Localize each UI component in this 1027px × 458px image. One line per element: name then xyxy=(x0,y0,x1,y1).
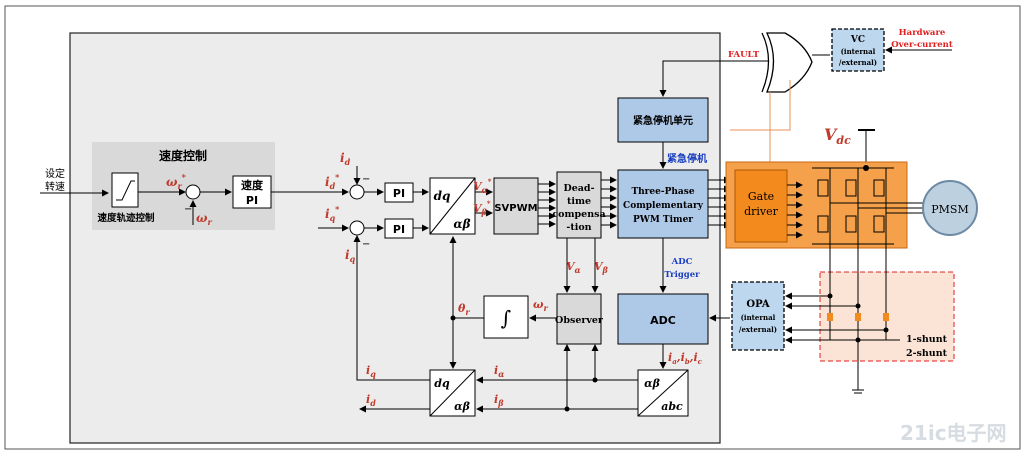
svg-text:Complementary: Complementary xyxy=(623,201,704,211)
svg-text:−: − xyxy=(184,204,192,215)
v-beta-star-label: Vβ* xyxy=(473,199,491,217)
input-label-1: 设定 xyxy=(45,167,65,180)
iq-out-label: iq xyxy=(366,364,376,379)
speed-control-title: 速度控制 xyxy=(159,148,207,163)
fault-label: FAULT xyxy=(728,50,760,60)
v-beta-label: Vβ xyxy=(594,260,609,275)
svg-text:dq: dq xyxy=(434,377,450,390)
gate-driver-block xyxy=(734,169,788,243)
emergency-unit-block xyxy=(617,97,709,143)
i-alpha-label: iα xyxy=(494,364,504,379)
svg-text:PWM Timer: PWM Timer xyxy=(633,215,693,225)
svg-text:Dead-: Dead- xyxy=(563,183,594,194)
hardware-overcurrent-label: Hardware xyxy=(899,28,946,38)
opa-block xyxy=(731,281,785,351)
integrator-block xyxy=(483,295,529,339)
trajectory-label: 速度轨迹控制 xyxy=(97,212,155,224)
svpwm-block xyxy=(493,177,539,235)
svg-text:−: − xyxy=(362,239,370,250)
svg-text:PI: PI xyxy=(246,194,258,207)
watermark-logo: 21ic电子网 xyxy=(900,421,1007,445)
theta-label: θr xyxy=(458,302,470,317)
svg-text:SVPWM: SVPWM xyxy=(494,203,537,214)
v-alpha-star-label: Vα* xyxy=(473,177,492,195)
omega-ref-label: ωr* xyxy=(166,172,187,191)
svg-text:紧急停机单元: 紧急停机单元 xyxy=(633,114,693,127)
id-ref-label: id xyxy=(340,151,351,167)
svg-text:(internal: (internal xyxy=(841,47,876,56)
pwm-timer-block xyxy=(617,169,709,239)
input-label-2: 转速 xyxy=(45,180,65,193)
svg-text:Gate: Gate xyxy=(748,190,774,203)
svg-text:VC: VC xyxy=(850,35,865,45)
iq-fb-label: iq xyxy=(345,248,356,264)
adc-block xyxy=(617,293,709,345)
or-gate xyxy=(765,32,813,93)
svg-text:PI: PI xyxy=(393,187,405,200)
svg-text:PMSM: PMSM xyxy=(931,203,968,216)
svg-text:dq: dq xyxy=(434,189,451,203)
shunt-1-label: 1-shunt xyxy=(906,334,948,345)
svg-text:-tion: -tion xyxy=(566,222,591,233)
v-alpha-label: Vα xyxy=(566,260,581,275)
iq-ref-star: iq* xyxy=(325,204,340,223)
svg-text:αβ: αβ xyxy=(453,217,470,231)
svg-text:速度: 速度 xyxy=(241,178,264,192)
svg-text:/external): /external) xyxy=(839,58,877,67)
svg-text:−: − xyxy=(362,174,370,185)
id-ref-star: id* xyxy=(325,172,340,191)
svg-text:∫: ∫ xyxy=(501,306,511,330)
speed-sum-junction xyxy=(185,184,201,200)
deadtime-block xyxy=(556,171,602,239)
svg-text:Trigger: Trigger xyxy=(664,270,700,280)
trajectory-block xyxy=(111,172,139,208)
pmsm-motor xyxy=(922,180,978,236)
svg-text:abc: abc xyxy=(661,400,683,413)
iq-sum-junction xyxy=(349,220,365,236)
svg-text:(internal: (internal xyxy=(741,313,776,322)
svg-text:PI: PI xyxy=(393,223,405,236)
svg-text:OPA: OPA xyxy=(746,299,770,310)
speed-pi-block xyxy=(232,175,272,209)
i-beta-label: iβ xyxy=(494,393,504,408)
shunt-2-label: 2-shunt xyxy=(906,348,948,359)
svg-text:αβ: αβ xyxy=(644,377,660,390)
svg-text:Over-current: Over-current xyxy=(891,40,953,50)
svg-text:Observer: Observer xyxy=(555,315,604,326)
omega-obs-label: ωr xyxy=(533,298,548,313)
svg-text:driver: driver xyxy=(744,205,779,218)
svg-text:αβ: αβ xyxy=(454,400,470,413)
inverter-node-top xyxy=(863,165,869,171)
emergency-stop-label: 紧急停机 xyxy=(667,152,707,165)
id-sum-junction xyxy=(349,184,365,200)
vc-block xyxy=(831,28,885,72)
svg-text:/external): /external) xyxy=(739,325,777,334)
inverter-switches xyxy=(812,167,925,245)
id-out-label: id xyxy=(366,393,376,408)
vdc-label: Vdc xyxy=(824,125,851,147)
iabc-label: ia,ib,ic xyxy=(668,351,703,366)
svg-text:Three-Phase: Three-Phase xyxy=(631,187,694,197)
svg-text:ADC: ADC xyxy=(671,257,693,267)
svg-text:ADC: ADC xyxy=(650,314,676,327)
svg-text:time: time xyxy=(567,196,591,207)
omega-fb-label: ωr xyxy=(196,211,212,227)
observer-block xyxy=(556,293,602,345)
svg-text:compensa: compensa xyxy=(552,209,605,220)
